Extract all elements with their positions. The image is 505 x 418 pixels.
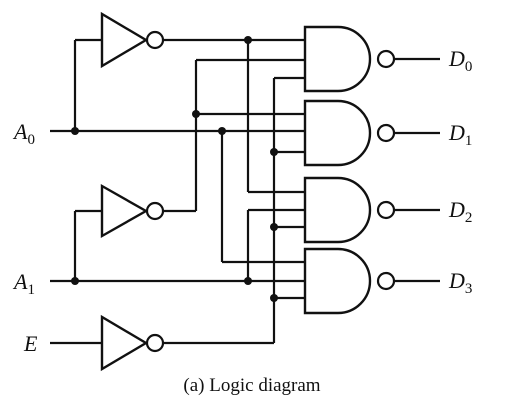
- not-a1-wires: [163, 58, 305, 213]
- input-label-a0: A0: [12, 119, 35, 148]
- nand-gate-d1: [303, 99, 440, 167]
- not-a0-wires: [163, 38, 305, 194]
- figure-caption: (a) Logic diagram: [183, 375, 320, 396]
- output-label-d0: D0: [448, 46, 472, 75]
- inverter-e: [100, 314, 165, 372]
- junction-dots: [71, 36, 278, 302]
- a1-wires: [246, 208, 305, 281]
- output-label-d2: D2: [448, 197, 472, 226]
- nand-gate-d3: [303, 247, 440, 315]
- input-label-e: E: [23, 331, 38, 356]
- a0-wires: [220, 131, 305, 264]
- nand-gate-d0: [303, 25, 440, 93]
- output-label-d3: D3: [448, 268, 472, 297]
- not-e-wires: [163, 76, 305, 345]
- nand-gate-d2: [303, 176, 440, 244]
- inverter-a0: [100, 11, 165, 69]
- output-label-d1: D1: [448, 120, 472, 149]
- input-label-a1: A1: [12, 269, 35, 298]
- input-wires: [50, 38, 305, 345]
- inverter-a1: [100, 183, 165, 239]
